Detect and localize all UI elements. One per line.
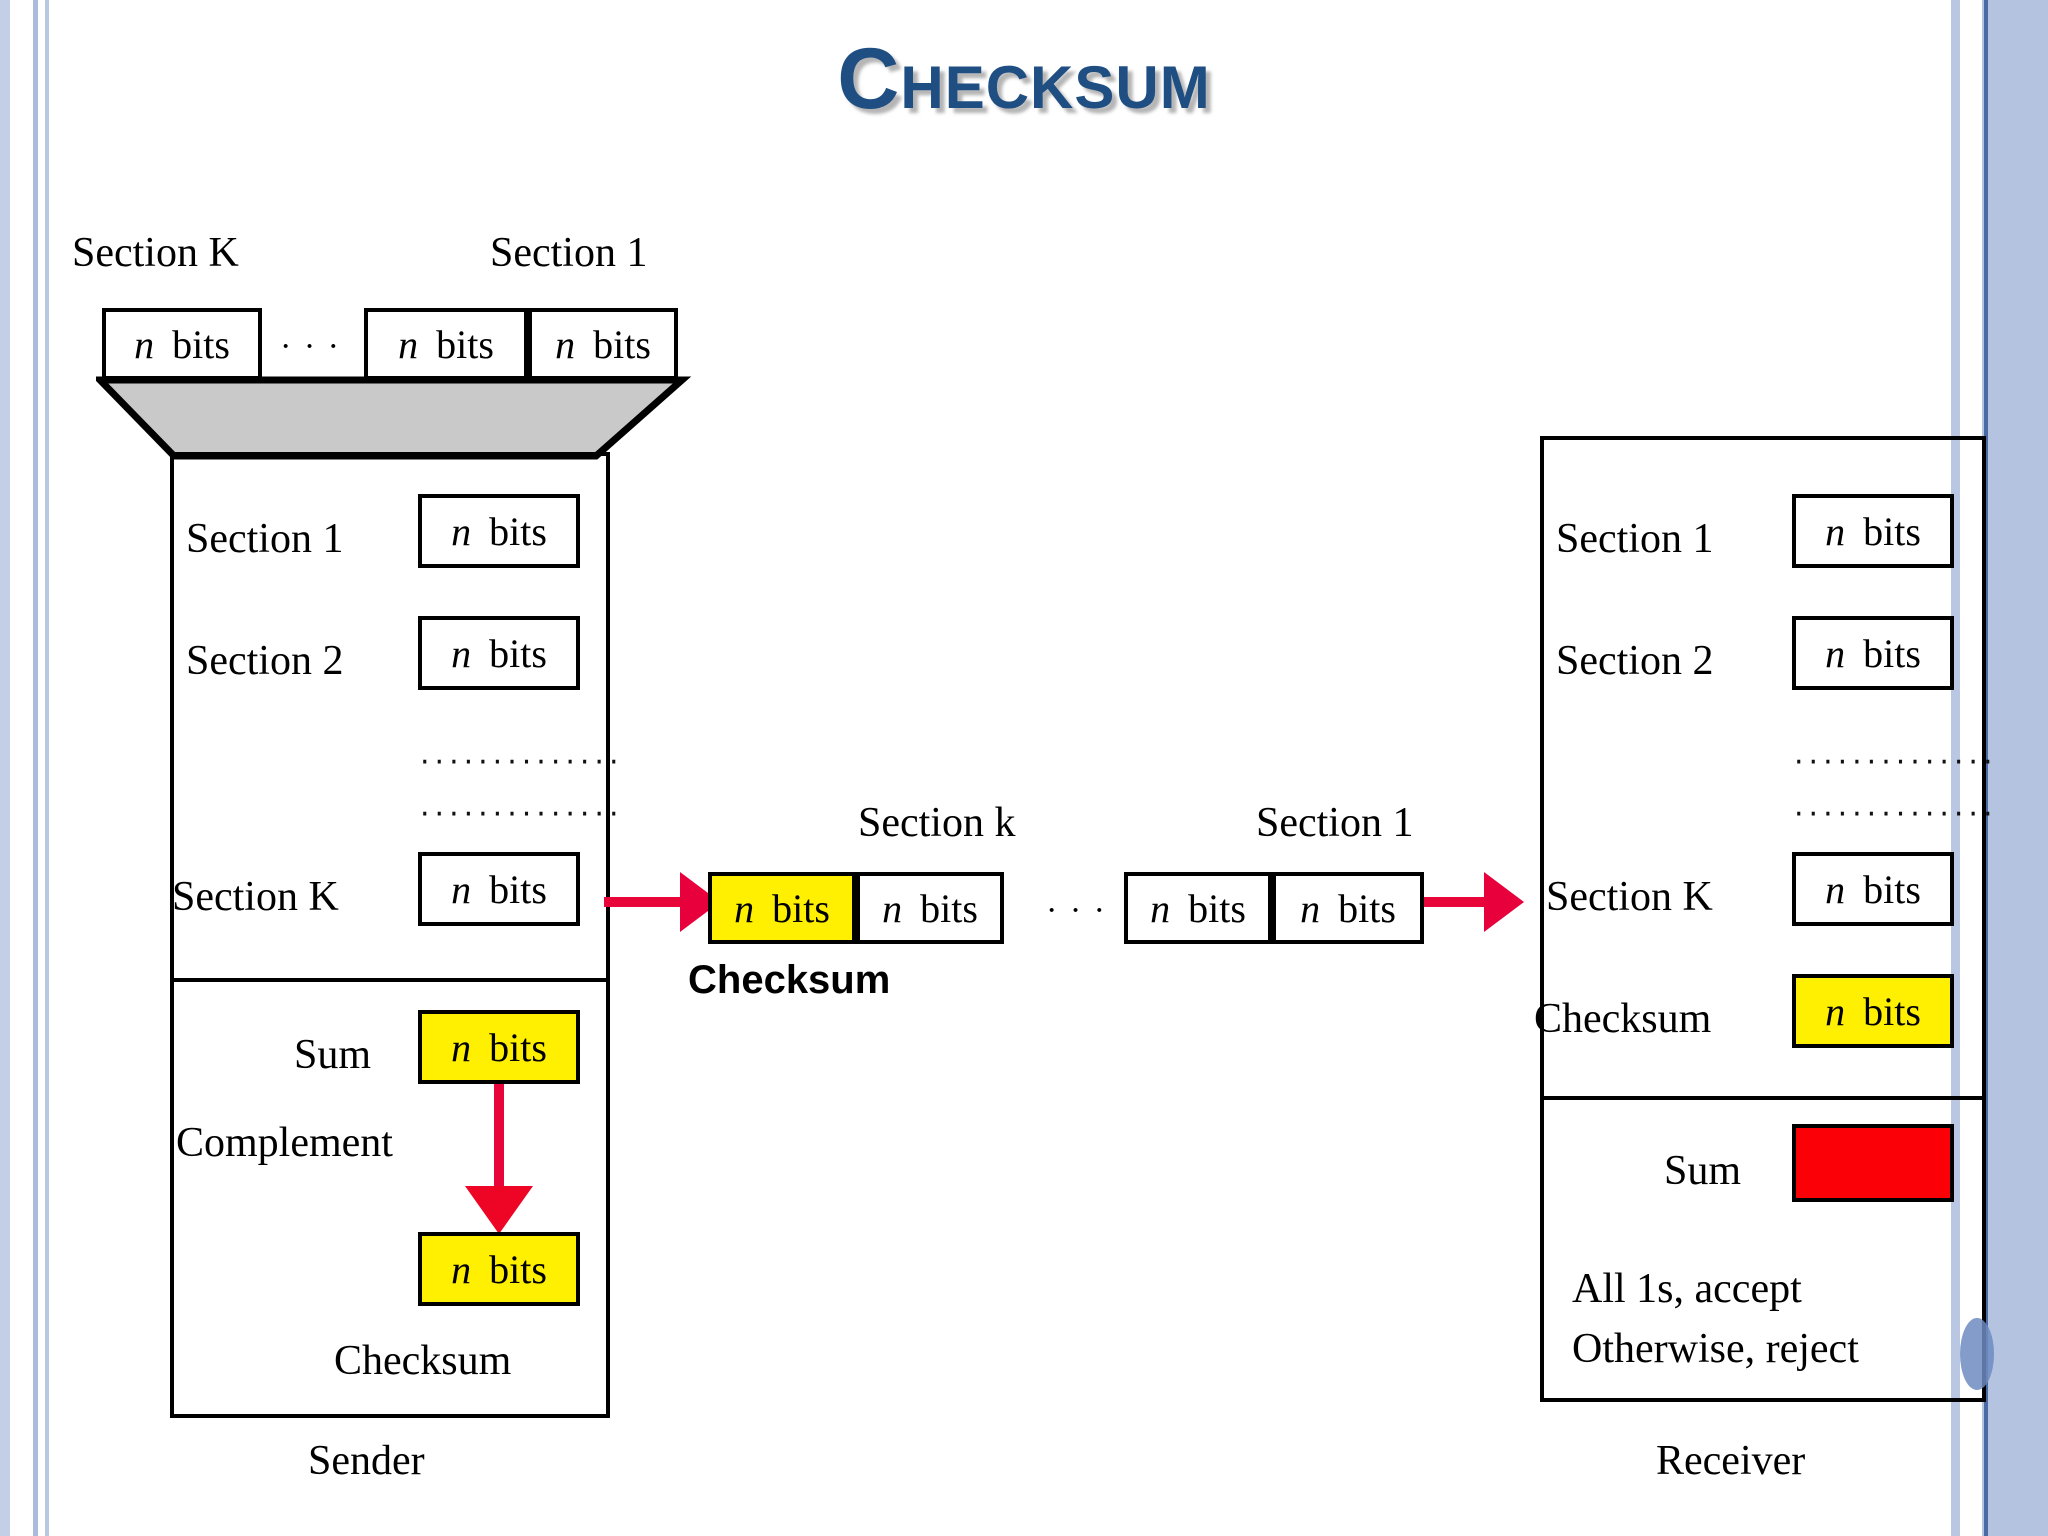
receiver-checksum-label: Checksum [1534, 996, 1712, 1042]
receiver-sum-label: Sum [1664, 1148, 1742, 1194]
sender-outer-frame [170, 452, 610, 1418]
receiver-dotted-row-1: ·············· [1794, 797, 1998, 832]
sender-checksum-value-box: n bits [418, 1232, 580, 1306]
top-strip-cell-2-text: n bits [555, 321, 651, 367]
top-strip-label-section-1: Section 1 [490, 230, 648, 276]
receiver-row-0-label: Section 1 [1556, 516, 1714, 562]
packet-checksum-cell: n bits [708, 872, 856, 944]
sender-dotted-row-1: ·············· [420, 797, 624, 832]
receiver-row-1-value-box: n bits [1792, 616, 1954, 690]
top-strip-label-section-k: Section K [72, 230, 239, 276]
transmission-right-group-label: Section 1 [1256, 800, 1414, 846]
funnel-shape [96, 376, 692, 460]
receiver-row-2-label: Section K [1546, 874, 1713, 920]
sender-sum-label: Sum [294, 1032, 372, 1078]
packet-to-receiver-arrow-head-icon [1484, 872, 1524, 932]
packet-right-cell-1: n bits [1272, 872, 1424, 944]
receiver-dotted-row-0: ·············· [1794, 745, 1998, 780]
transmission-checksum-label: Checksum [688, 958, 891, 1002]
receiver-row-1-value: n bits [1825, 630, 1921, 676]
receiver-outer-frame [1540, 436, 1986, 1402]
packet-right-cell-1-text: n bits [1300, 885, 1396, 931]
page-title: Checksum [837, 31, 1211, 127]
transmission-left-group-label: Section k [858, 800, 1016, 846]
sender-row-0-value-box: n bits [418, 494, 580, 568]
packet-right-cell-0-text: n bits [1150, 885, 1246, 931]
sender-row-1-value: n bits [451, 630, 547, 676]
sender-to-packet-arrow-shaft [604, 897, 684, 907]
packet-checksum-cell-text: n bits [734, 885, 830, 931]
receiver-caption: Receiver [1656, 1438, 1806, 1484]
sender-row-2-label: Section K [172, 874, 339, 920]
receiver-row-0-value-box: n bits [1792, 494, 1954, 568]
sender-row-0-value: n bits [451, 508, 547, 554]
top-strip-cell-2: n bits [528, 308, 678, 380]
receiver-row-2-value: n bits [1825, 866, 1921, 912]
receiver-checksum-value-box: n bits [1792, 974, 1954, 1048]
receiver-sum-value-box [1792, 1124, 1954, 1202]
top-strip-cell-0: n bits [102, 308, 262, 380]
packet-to-receiver-arrow-shaft [1424, 897, 1488, 907]
receiver-row-2-value-box: n bits [1792, 852, 1954, 926]
top-strip-cell-1-text: n bits [398, 321, 494, 367]
right-border-accent-line [1984, 0, 1988, 1536]
top-strip-cell-0-text: n bits [134, 321, 230, 367]
sender-row-1-value-box: n bits [418, 616, 580, 690]
sender-complement-label: Complement [176, 1120, 393, 1166]
sender-inner-divider [170, 978, 610, 982]
sender-row-0-label: Section 1 [186, 516, 344, 562]
sender-sum-value: n bits [451, 1024, 547, 1070]
receiver-verdict-line-1: All 1s, accept [1572, 1266, 1802, 1312]
right-border-gap [1960, 0, 1982, 1536]
packet-left-cell-1: n bits [856, 872, 1004, 944]
sender-row-1-label: Section 2 [186, 638, 344, 684]
receiver-row-1-label: Section 2 [1556, 638, 1714, 684]
complement-arrow-head-icon [465, 1186, 533, 1234]
left-border-line-outer [33, 0, 38, 1536]
packet-left-cell-1-text: n bits [882, 885, 978, 931]
sender-caption: Sender [308, 1438, 425, 1484]
sender-dotted-row-0: ·············· [420, 745, 624, 780]
top-strip-ellipsis: · · · [280, 328, 341, 365]
transmission-ellipsis: · · · [1046, 892, 1107, 929]
complement-arrow-shaft [494, 1084, 504, 1194]
receiver-inner-divider [1540, 1096, 1986, 1100]
sender-row-2-value: n bits [451, 866, 547, 912]
sender-checksum-value: n bits [451, 1246, 547, 1292]
left-border-band [0, 0, 10, 1536]
packet-right-cell-0: n bits [1124, 872, 1272, 944]
decorative-blue-blob [1960, 1318, 1994, 1390]
receiver-checksum-value: n bits [1825, 988, 1921, 1034]
sender-sum-value-box: n bits [418, 1010, 580, 1084]
left-border-line-inner [45, 0, 49, 1536]
receiver-row-0-value: n bits [1825, 508, 1921, 554]
receiver-verdict-line-2: Otherwise, reject [1572, 1326, 1859, 1372]
top-strip-cell-1: n bits [364, 308, 528, 380]
right-border-thin-band [1951, 0, 1960, 1536]
sender-row-2-value-box: n bits [418, 852, 580, 926]
sender-checksum-label: Checksum [334, 1338, 512, 1384]
right-border-band [1982, 0, 2048, 1536]
